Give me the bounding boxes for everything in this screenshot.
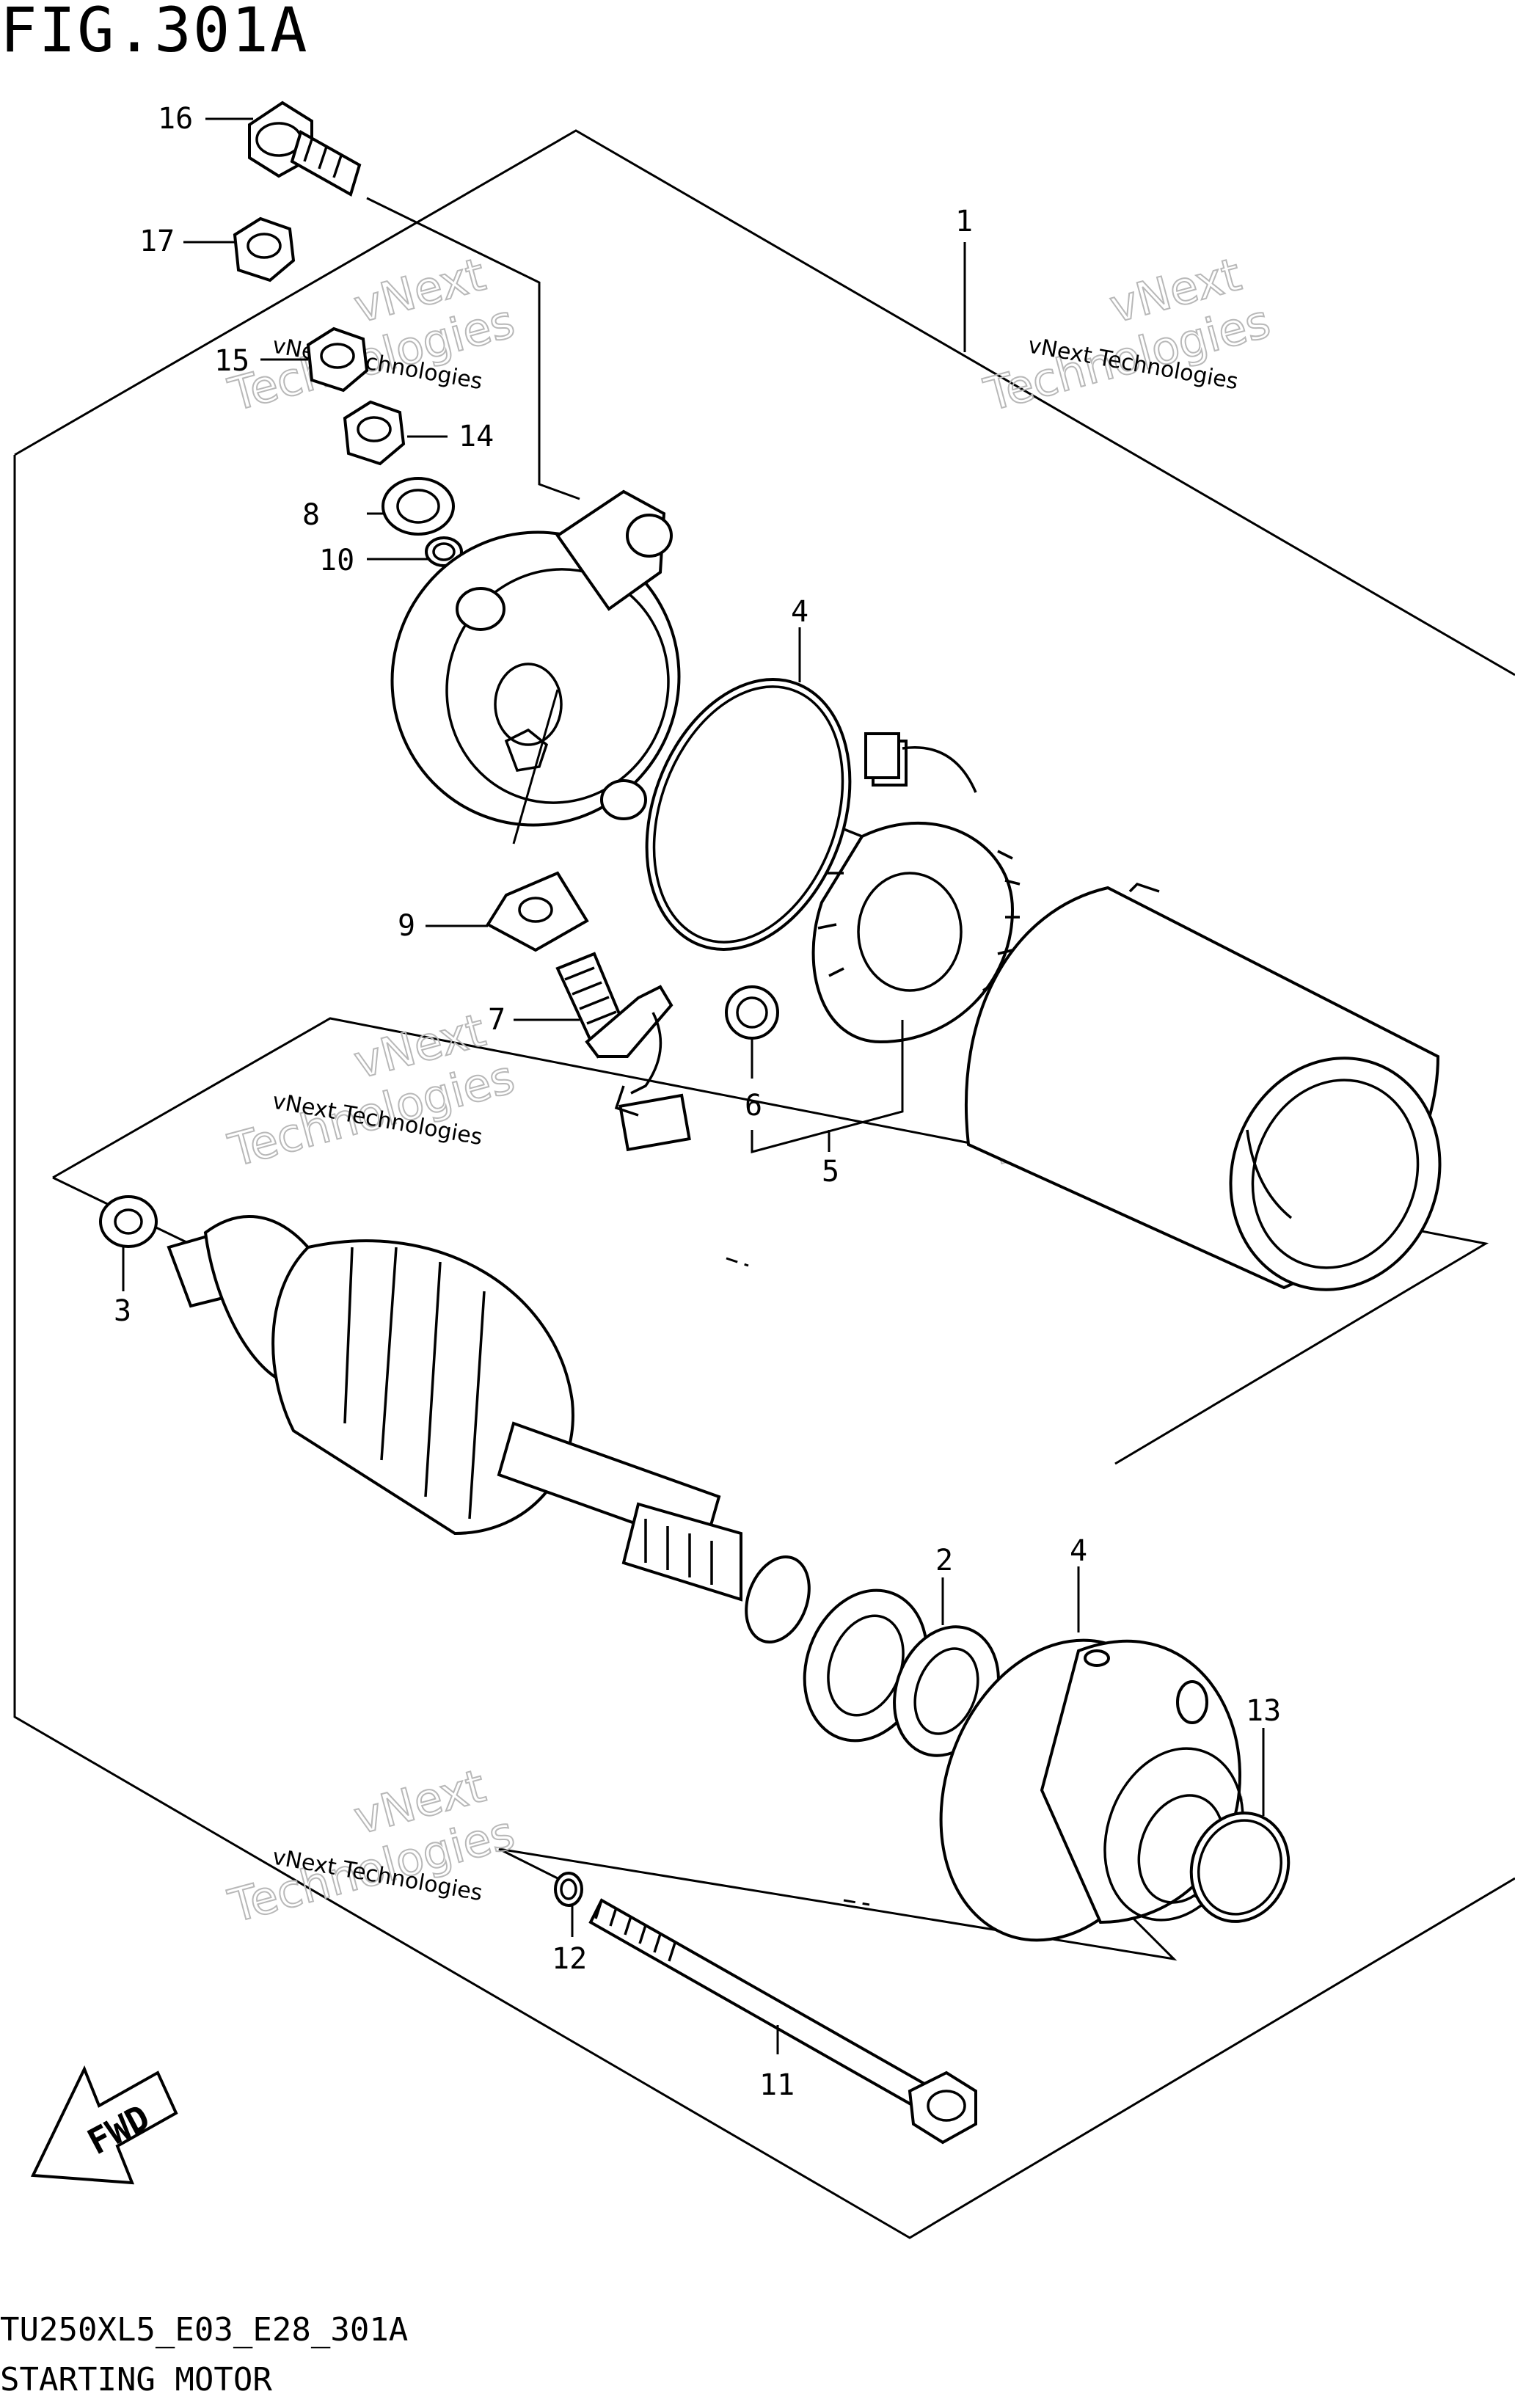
part-7-brush [555,952,691,1152]
watermark-2: vNext Technologies vNext Technologies [978,247,1277,423]
watermark-3: vNext Technologies vNext Technologies [222,1002,521,1178]
part-15-nut [306,326,369,393]
callout-7: 7 [488,1003,505,1037]
part-5-brush-holder-plate [811,732,1021,1044]
part-snap-ring [745,1555,811,1644]
part-9-terminal-plate [486,689,589,952]
assembly-boundary [13,129,1515,2239]
callout-4-upper: 4 [791,595,808,629]
callout-14: 14 [459,420,494,453]
part-8-washer [382,477,455,536]
callout-16: 16 [158,102,193,136]
callout-17: 17 [139,225,175,258]
part-armature [167,1215,742,1602]
callout-1: 1 [955,205,973,238]
callout-labels: 16 17 15 14 8 10 1 4 9 7 6 5 3 2 4 13 12… [114,102,1281,2102]
callout-4-lower: 4 [1070,1534,1087,1568]
part-12-o-ring [554,1872,583,1907]
bolt-wedge [498,1847,1178,1961]
callout-6: 6 [745,1089,762,1123]
callout-10: 10 [319,544,354,577]
part-4-o-ring-upper [645,678,852,951]
part-11-long-bolt [588,1898,977,2145]
callout-15: 15 [214,344,249,378]
part-14-nut [343,400,406,466]
leader-lines [122,117,1265,2054]
watermark-5: vNext Technologies vNext Technologies [222,1758,521,1934]
part-front-cover [939,1638,1244,1942]
callout-9: 9 [398,909,415,943]
figure-title: FIG.301A [0,0,309,66]
callout-8: 8 [302,498,320,532]
part-6-small-bearing [725,985,779,1040]
callout-2: 2 [935,1544,953,1577]
callout-11: 11 [759,2068,795,2102]
model-code: TU250XL5_E03_E28_301A [0,2311,409,2349]
callout-12: 12 [552,1942,587,1976]
figure-caption: STARTING MOTOR [0,2361,272,2398]
part-17-nut [233,216,296,282]
part-3-washer [99,1195,158,1248]
part-yoke-housing [964,882,1442,1291]
callout-13: 13 [1246,1694,1281,1728]
fwd-direction-badge: FWD [30,2065,178,2185]
part-13-o-ring [1189,1812,1291,1923]
part-16-flange-bolt [248,101,362,197]
callout-3: 3 [114,1294,131,1328]
callout-5: 5 [822,1155,839,1189]
part-rear-end-cover [390,489,681,827]
